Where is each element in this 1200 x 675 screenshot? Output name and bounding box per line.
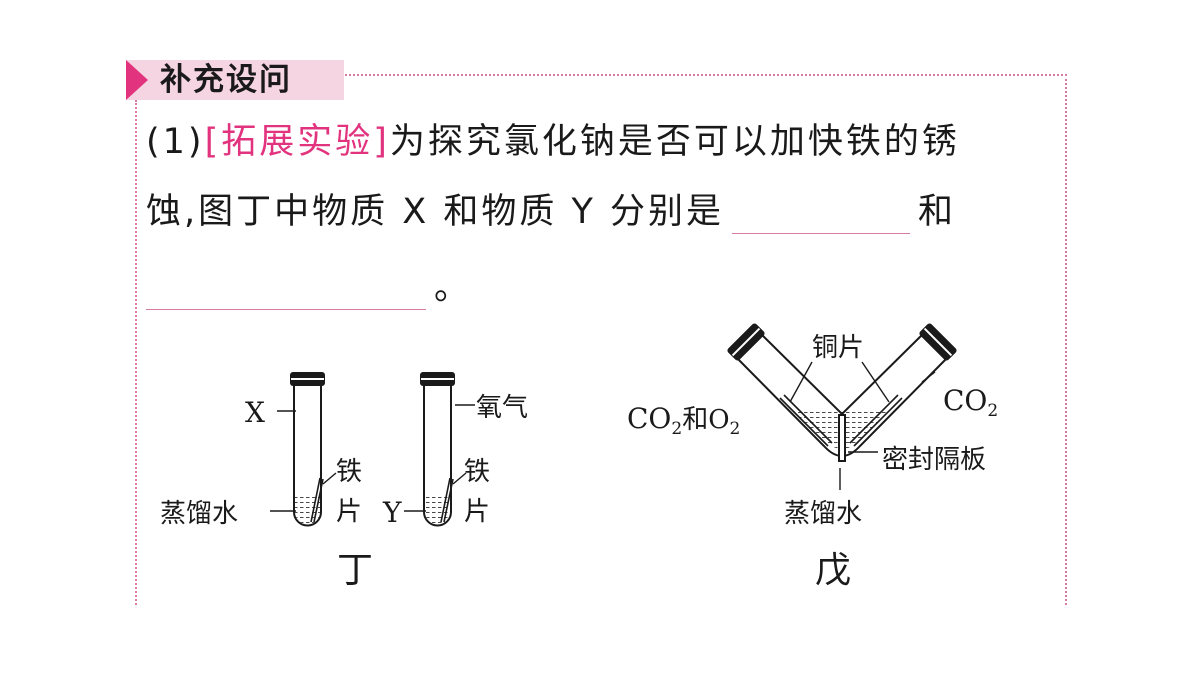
- label-co2-a: CO: [943, 384, 987, 417]
- label-iron-2a: 铁: [464, 457, 490, 487]
- frame-left-border: [135, 100, 137, 605]
- label-co2-sub: 2: [987, 401, 998, 421]
- frame-right-border: [1065, 74, 1067, 605]
- section-tag: 补充设问: [160, 62, 292, 98]
- question-number: (1): [146, 122, 205, 162]
- label-iron-2b: 片: [464, 497, 490, 527]
- label-co2-o2: CO2和O2: [627, 402, 740, 439]
- frame-top-border: [345, 74, 1067, 76]
- label-co2-o2-a: CO: [627, 402, 671, 435]
- label-iron-1a: 铁: [336, 457, 362, 487]
- test-tube-x: [290, 372, 325, 527]
- wu-labels: 铜片 CO2和O2 CO2 密封隔板 蒸馏水 戊: [627, 333, 998, 591]
- leader-lines-wu: [789, 361, 936, 490]
- label-co2-o2-mid: 和O: [682, 405, 729, 435]
- question-text-2: 蚀,图丁中物质 X 和物质 Y 分别是: [146, 192, 724, 232]
- label-distilled-water-2: 蒸馏水: [784, 499, 862, 529]
- answer-blank-1[interactable]: [732, 199, 910, 234]
- caption-ding: 丁: [337, 550, 373, 591]
- label-co2-o2-sub1: 2: [671, 419, 682, 439]
- question-line-3: 。: [146, 266, 472, 310]
- caption-wu: 戊: [815, 550, 851, 591]
- ding-labels: X Y 蒸馏水 氧气 铁 片 铁 片 丁: [160, 393, 528, 591]
- question-and: 和: [918, 192, 957, 232]
- arrow-icon: [126, 60, 148, 100]
- question-line-1: (1)[拓展实验]为探究氯化钠是否可以加快铁的锈: [146, 120, 960, 164]
- leader-lines-ding: [270, 404, 475, 512]
- test-tube-oxygen: [420, 372, 455, 527]
- v-tube-apparatus: [727, 323, 957, 462]
- label-copper: 铜片: [812, 333, 864, 363]
- label-co2-o2-sub2: 2: [730, 419, 741, 439]
- label-seal-partition: 密封隔板: [882, 445, 986, 475]
- bracket-close: ]: [373, 122, 390, 162]
- question-line-2: 蚀,图丁中物质 X 和物质 Y 分别是 和: [146, 190, 956, 234]
- label-oxygen: 氧气: [476, 393, 528, 423]
- question-period: 。: [434, 268, 473, 308]
- label-iron-1b: 片: [336, 497, 362, 527]
- bracket-open: [: [204, 122, 222, 162]
- label-co2: CO2: [943, 384, 998, 421]
- question-tag: 拓展实验: [221, 122, 374, 162]
- section-tag-bg: [126, 60, 344, 100]
- label-y: Y: [382, 496, 402, 529]
- question-text-1: 为探究氯化钠是否可以加快铁的锈: [389, 122, 960, 162]
- label-x: X: [245, 396, 265, 429]
- answer-blank-2[interactable]: [146, 275, 426, 310]
- label-distilled-water: 蒸馏水: [160, 499, 238, 529]
